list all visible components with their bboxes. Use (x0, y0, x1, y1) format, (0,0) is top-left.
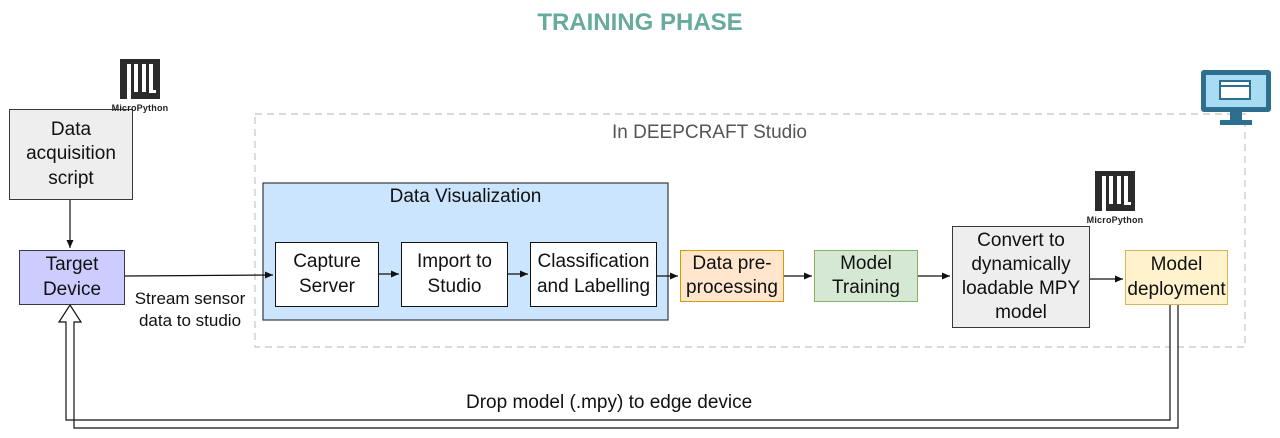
data-visualization-label: Data Visualization (389, 186, 542, 207)
target-device-node: Target Device (19, 250, 125, 305)
monitor-icon (1201, 70, 1271, 125)
page-title: TRAINING PHASE (537, 9, 743, 36)
stream-sensor-label: Stream sensor data to studio (134, 289, 246, 330)
classification-labelling-node: Classification and Labelling (530, 242, 657, 307)
data-acquisition-script-node: Data acquisition script (9, 109, 133, 200)
studio-region (254, 113, 1246, 348)
edge-target-to-capture (124, 271, 274, 279)
import-to-studio-node: Import to Studio (401, 242, 508, 307)
micropython-logo-text: MicroPython (1086, 215, 1144, 225)
data-preprocessing-node: Data pre- processing (680, 250, 784, 302)
model-deployment-node: Model deployment (1125, 250, 1228, 305)
edge-deploy-to-target (57, 303, 1179, 429)
micropython-logo: MicroPython (1081, 171, 1149, 225)
micropython-logo: MicroPython (106, 59, 174, 113)
drop-model-label: Drop model (.mpy) to edge device (466, 392, 753, 413)
convert-mpy-node: Convert to dynamically loadable MPY mode… (952, 226, 1090, 328)
model-training-node: Model Training (814, 250, 918, 302)
micropython-logo-text: MicroPython (111, 103, 169, 113)
micropython-logo-icon (120, 59, 160, 99)
studio-region-label: In DEEPCRAFT Studio (612, 122, 808, 143)
micropython-logo-icon (1095, 171, 1135, 211)
capture-server-node: Capture Server (275, 242, 379, 307)
